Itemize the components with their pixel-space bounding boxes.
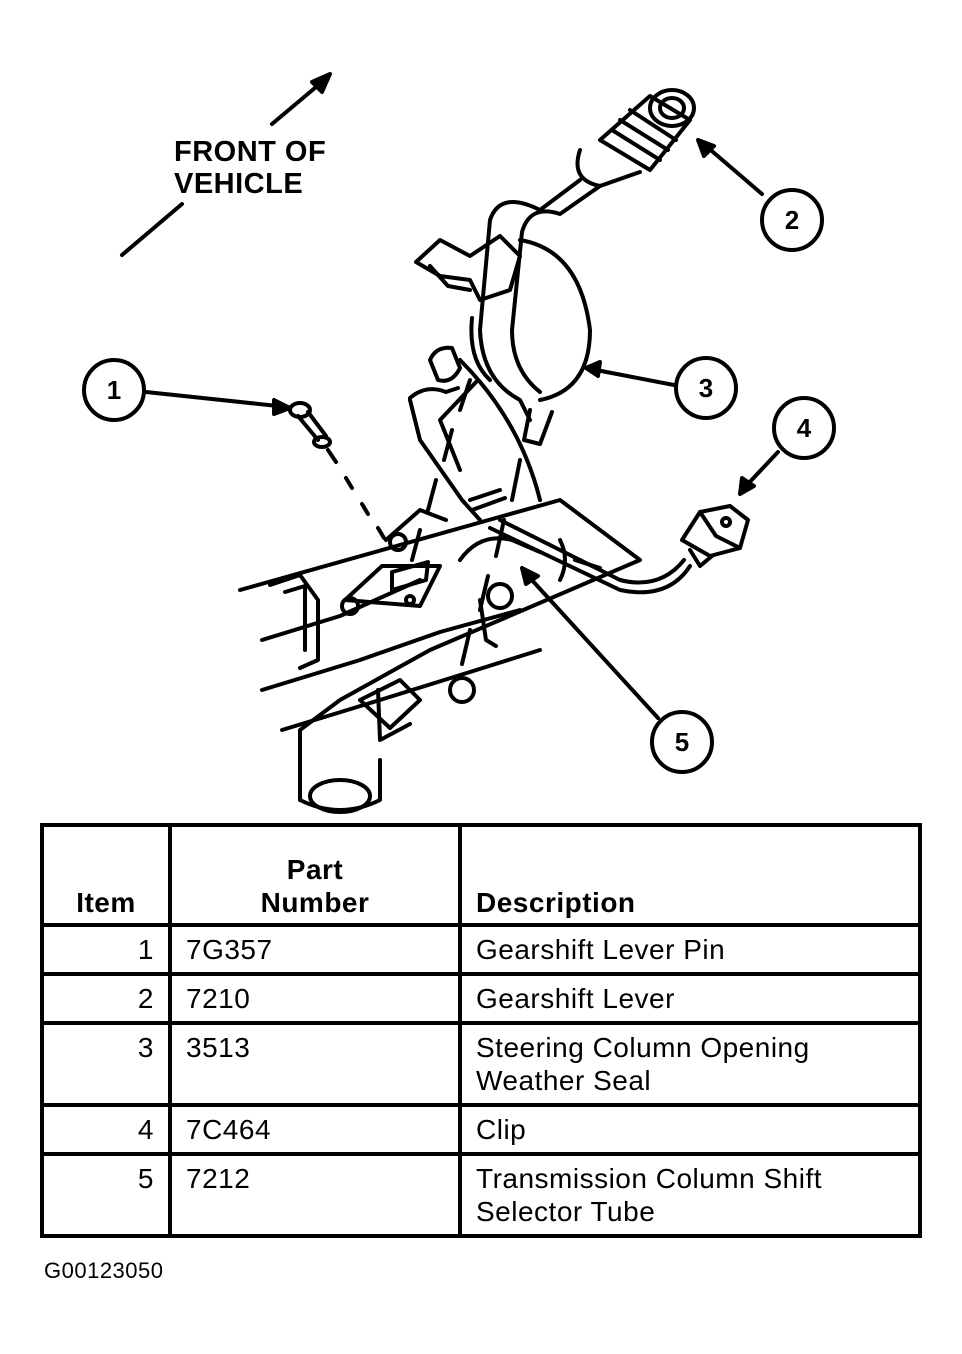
front-label-line-2: VEHICLE	[174, 168, 304, 200]
callout-4: 4	[772, 396, 836, 460]
front-arrow-head	[310, 72, 332, 94]
callout-5: 5	[650, 710, 714, 774]
steering-column	[238, 488, 642, 814]
row-description: Gearshift Lever Pin	[458, 923, 922, 976]
row-part-number: 7212	[168, 1152, 462, 1238]
row-item: 1	[40, 923, 172, 976]
header-description: Description	[458, 823, 922, 927]
row-description: Gearshift Lever	[458, 972, 922, 1025]
clip-part	[680, 504, 750, 568]
table-row: 4 7C464 Clip	[40, 1103, 922, 1156]
leader-5	[528, 576, 660, 720]
leader-4	[744, 450, 780, 488]
row-part-number: 7C464	[168, 1103, 462, 1156]
table-row: 1 7G357 Gearshift Lever Pin	[40, 923, 922, 976]
exploded-view-diagram: FRONT OF VEHICLE 1 2 3 4 5	[82, 72, 836, 814]
front-arrow-lower	[120, 202, 184, 257]
figure-code: G00123050	[44, 1258, 164, 1283]
row-item: 2	[40, 972, 172, 1025]
front-of-vehicle-label: FRONT OF VEHICLE	[174, 136, 326, 200]
row-part-number: 7210	[168, 972, 462, 1025]
weather-seal	[408, 234, 522, 400]
front-label-line-1: FRONT OF	[174, 136, 327, 168]
row-item: 3	[40, 1021, 172, 1107]
leader-3	[594, 368, 676, 387]
callout-1: 1	[82, 358, 146, 422]
gearshift-assembly-drawing	[120, 72, 780, 814]
row-item: 5	[40, 1152, 172, 1238]
header-item: Item	[40, 823, 172, 927]
front-arrow-upper	[270, 80, 324, 126]
leader-1	[144, 390, 280, 408]
callout-3: 3	[674, 356, 738, 420]
row-part-number: 7G357	[168, 923, 462, 976]
row-item: 4	[40, 1103, 172, 1156]
table-row: 2 7210 Gearshift Lever	[40, 972, 922, 1025]
shift-linkage	[408, 358, 692, 666]
gearshift-lever-pin	[288, 401, 386, 540]
row-part-number: 3513	[168, 1021, 462, 1107]
callout-2: 2	[760, 188, 824, 252]
row-description: Clip	[458, 1103, 922, 1156]
leader-2	[704, 144, 764, 196]
gearshift-lever	[478, 88, 696, 446]
